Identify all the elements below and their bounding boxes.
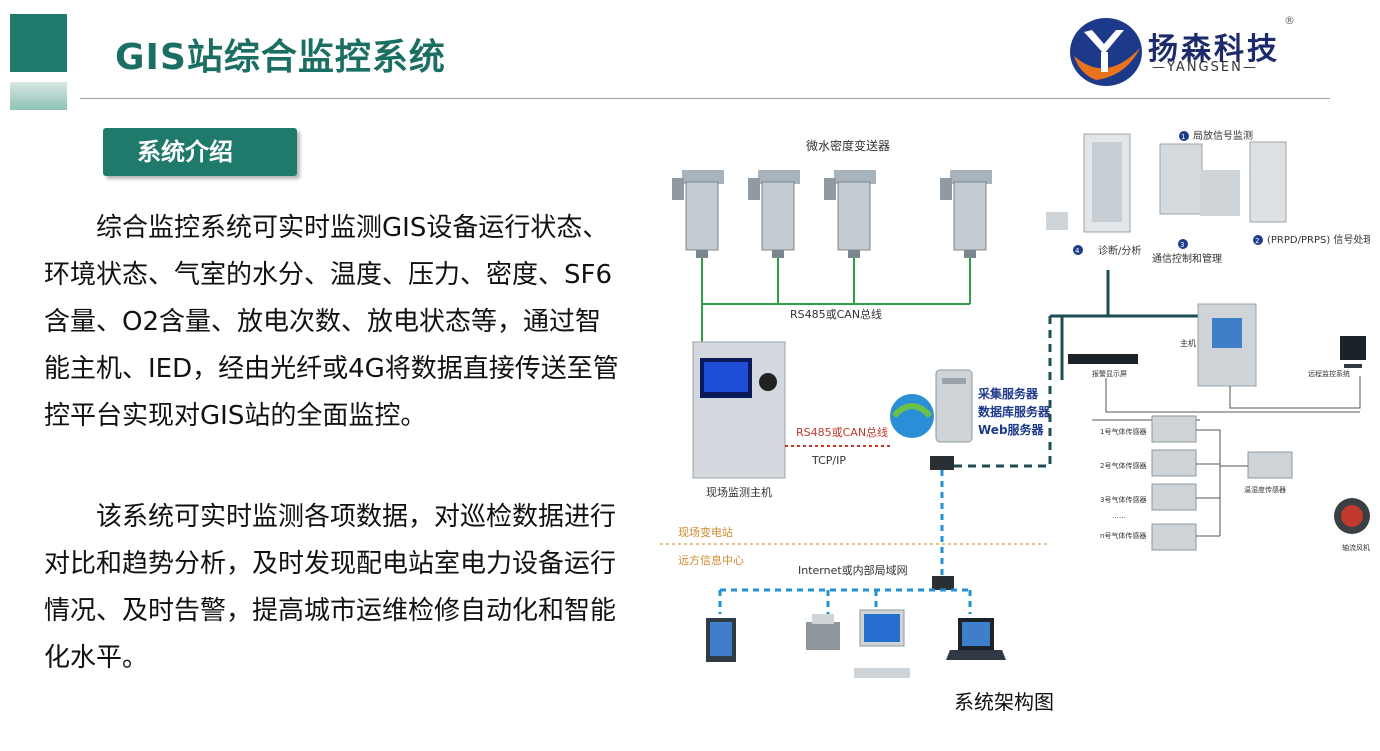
printer-icon [806,614,840,650]
company-logo [1070,18,1142,86]
pd-monitoring-equipment [1046,133,1287,233]
network-switch-icon [930,456,954,470]
teal-link [1050,270,1200,380]
server-label-2: 数据库服务器 [978,404,1051,419]
title-decoration-gradient [10,82,67,110]
remote-system-label: 远程监控系统 [1308,369,1350,378]
server-label-3: Web服务器 [978,422,1045,437]
transmitter-1 [672,170,724,258]
pd-num-4: 4 [1075,247,1080,255]
title-decoration-block [10,14,67,72]
desktop-icon [854,609,910,678]
server-icon [890,369,973,443]
bus-label-top: RS485或CAN总线 [790,307,882,321]
fan-label: 轴流风机 [1342,543,1370,552]
bus-label-mid: RS485或CAN总线 [796,425,888,439]
sensor-label-dots: …… [1112,512,1126,520]
fan-icon [1334,498,1370,534]
pd-label-2: (PRPD/PRPS) 信号处理 [1267,234,1370,246]
field-monitoring-host [692,341,786,479]
site-label: 现场变电站 [678,525,733,539]
sensor-label-1: 1号气体传感器 [1100,427,1146,436]
intro-paragraph-1: 综合监控系统可实时监测GIS设备运行状态、环境状态、气室的水分、温度、压力、密度… [44,213,619,431]
host-label: 现场监测主机 [706,485,772,499]
lan-lines [718,588,972,614]
transmitters-label: 微水密度变送器 [806,138,890,153]
transmitter-4 [940,170,992,258]
header-divider [80,98,1330,99]
gas-sensor-stack [1151,415,1197,551]
section-badge: 系统介绍 [103,128,297,176]
monitor-icon [706,618,736,662]
alarm-display [1068,354,1138,364]
registered-mark: ® [1284,14,1295,27]
network-switch-icon-2 [932,576,954,590]
remote-label: 远方信息中心 [678,553,744,567]
intro-paragraph-2: 该系统可实时监测各项数据，对巡检数据进行对比和趋势分析，及时发现配电站室电力设备… [44,502,617,673]
server-label-1: 采集服务器 [977,386,1039,401]
logo-subtitle: —YANGSEN— [1152,60,1258,75]
pd-label-3: 通信控制和管理 [1152,252,1222,265]
remote-monitor-icon [1340,336,1366,368]
temp-humidity-sensor [1247,451,1293,479]
pd-num-1: 1 [1181,133,1185,141]
uplink-line [954,316,1052,468]
pd-num-2: 2 [1255,237,1259,245]
temp-sensor-label: 温湿度传感器 [1244,485,1286,494]
system-architecture-diagram: 微水密度变送器 RS485或CAN总线 现场监测主机 RS485或CAN总线 T [660,129,1370,678]
laptop-icon [946,618,1006,660]
transmitter-3 [824,170,876,258]
sensor-label-3: 3号气体传感器 [1100,495,1146,504]
diagram-caption: 系统架构图 [954,690,1054,714]
transmitter-2 [748,170,800,258]
logo-name: 扬森科技 [1148,32,1280,67]
main-unit-label: 主机 [1180,338,1196,348]
sensor-label-n: n号气体传感器 [1100,531,1146,540]
pd-label-1: 局放信号监测 [1193,129,1253,142]
tcp-label: TCP/IP [811,454,846,467]
rs485-bus-top [701,258,971,342]
sensor-wiring [1196,429,1248,537]
pd-label-4: 诊断/分析 [1098,244,1141,257]
alarm-display-label: 报警显示屏 [1092,369,1127,378]
page-title: GIS站综合监控系统 [115,37,446,78]
pd-num-3: 3 [1180,241,1184,249]
network-label: Internet或内部局域网 [798,563,908,577]
sensor-label-2: 2号气体传感器 [1100,461,1146,470]
